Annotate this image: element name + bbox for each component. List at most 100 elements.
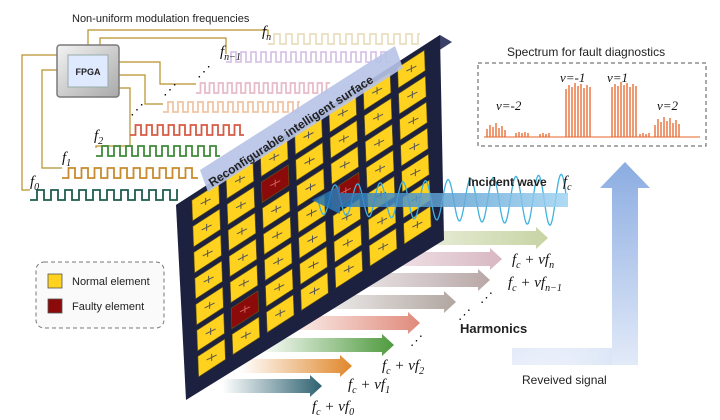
fpga-die — [67, 54, 109, 88]
freq-dots-3: ⋰ — [130, 103, 144, 118]
ris-cell-mark — [202, 249, 213, 257]
ris-cell-mark — [371, 87, 383, 95]
square-wave-6 — [226, 51, 390, 63]
ris-cell-mark — [270, 205, 282, 213]
legend-normal-label: Normal element — [72, 276, 150, 288]
ris-cell-mark — [377, 243, 389, 251]
received-arrow-tail — [512, 348, 612, 365]
ris-cell-mark — [309, 287, 320, 295]
ris-cell-mark — [406, 65, 417, 73]
ris-cell-mark — [409, 143, 420, 151]
harmonic-arrow-6 — [240, 355, 352, 377]
ris-cell-mark — [268, 153, 280, 161]
harmonic-arrow-5 — [258, 334, 394, 356]
ris-cell-mark — [204, 301, 215, 309]
fpga-chip: FPGA — [56, 44, 120, 98]
ris-cell-mark — [407, 91, 418, 99]
ris-cell-mark — [412, 221, 423, 229]
square-wave-1 — [62, 167, 198, 179]
ris-cell-mark — [239, 305, 251, 313]
wire-f0 — [21, 54, 57, 191]
modulation-title: Non-uniform modulation frequencies — [72, 13, 250, 25]
wire-fn — [87, 29, 269, 45]
freq-label-fn: fn — [262, 24, 271, 43]
spectrum-label-m2: v=-2 — [496, 98, 522, 113]
freq-label-f0: f0 — [30, 174, 39, 193]
freq-label-fn-1: fn−1 — [220, 44, 241, 63]
harmonic-arrow-7 — [222, 375, 322, 397]
eq-f0: fc + vf0 — [312, 399, 354, 418]
ris-cell-mark — [200, 197, 211, 205]
ris-cell-mark — [269, 179, 281, 187]
incident-wave: Incident wave fc — [312, 173, 572, 227]
ris-cell-mark — [374, 165, 386, 173]
spectrum-title: Spectrum for fault diagnostics — [507, 45, 665, 59]
ris-cell-mark — [206, 353, 217, 361]
ris-cell-mark — [408, 117, 419, 125]
fpga-label: FPGA — [75, 67, 101, 77]
eq-dots-2: ⋰ — [458, 307, 471, 322]
freq-dots-1: ⋰ — [197, 65, 211, 80]
square-wave-5 — [196, 82, 330, 94]
ris-cell-mark — [238, 279, 250, 287]
legend-box — [35, 261, 165, 329]
spectrum-label-p2: v=2 — [657, 98, 679, 113]
ris-cell-mark — [203, 275, 214, 283]
eq-dots-3: ⋰ — [410, 333, 423, 348]
modulation-waves — [21, 29, 420, 201]
wire-f4 — [119, 74, 163, 105]
incident-symbol: fc — [563, 174, 572, 193]
ris-cell-mark — [205, 327, 216, 335]
legend-normal-swatch — [47, 273, 63, 289]
harmonics-label: Harmonics — [460, 321, 527, 336]
ris-cell-mark — [307, 235, 318, 243]
wire-fn-1 — [99, 37, 227, 54]
ris-cell-mark — [235, 201, 247, 209]
ris-cell-mark — [273, 283, 285, 291]
spectrum-panel: Spectrum for fault diagnostics v=-2 v=-1… — [477, 45, 707, 147]
ris-cell-mark — [240, 331, 252, 339]
square-wave-0 — [30, 189, 178, 201]
legend-faulty-label: Faulty element — [72, 301, 144, 313]
ris-cell-mark — [341, 213, 353, 221]
surface-banner-bg — [200, 46, 403, 192]
ris-cell-mark — [234, 175, 246, 183]
ris-cell-mark — [372, 113, 384, 121]
wire-f1 — [41, 69, 62, 169]
ris-cell-mark — [303, 131, 314, 139]
ris-cell-mark — [201, 223, 212, 231]
ris-cell-mark — [304, 157, 315, 165]
ris-cell-mark — [338, 135, 350, 143]
spectrum-label-p1: v=1 — [607, 70, 628, 85]
ris-cell-mark — [308, 261, 319, 269]
ris-cell-mark — [274, 309, 286, 317]
ris-cell-mark — [373, 139, 385, 147]
ris-cell-mark — [272, 257, 284, 265]
ris-cell-mark — [306, 209, 317, 217]
square-wave-3 — [130, 124, 244, 136]
freq-dots-2: ⋰ — [163, 83, 177, 98]
ris-cell-mark — [337, 109, 349, 117]
received-arrow-shape — [512, 162, 650, 365]
ris-cell-mark — [305, 183, 316, 191]
ris-cell-mark — [271, 231, 283, 239]
square-wave-2 — [96, 145, 220, 157]
spectrum-bars — [484, 82, 700, 138]
ris-cell-mark — [236, 227, 248, 235]
square-wave-4 — [163, 101, 300, 113]
eq-dots-1: ⋰ — [480, 290, 493, 305]
ris-cell-mark — [339, 161, 351, 169]
ris-cell-mark — [342, 239, 354, 247]
ris-cell-mark — [237, 253, 249, 261]
square-wave-7 — [268, 33, 420, 45]
wire-f5 — [119, 61, 196, 85]
ris-cell-mark — [376, 217, 388, 225]
eq-f2: fc + vf2 — [382, 358, 424, 377]
ris-cell-mark — [410, 169, 421, 177]
legend: Normal element Faulty element — [35, 261, 165, 329]
ris-cell-mark — [343, 265, 355, 273]
incident-label: Incident wave — [468, 175, 547, 189]
eq-fn-1: fc + vfn−1 — [508, 275, 562, 294]
received-signal-arrow: Reveived signal — [512, 162, 650, 387]
